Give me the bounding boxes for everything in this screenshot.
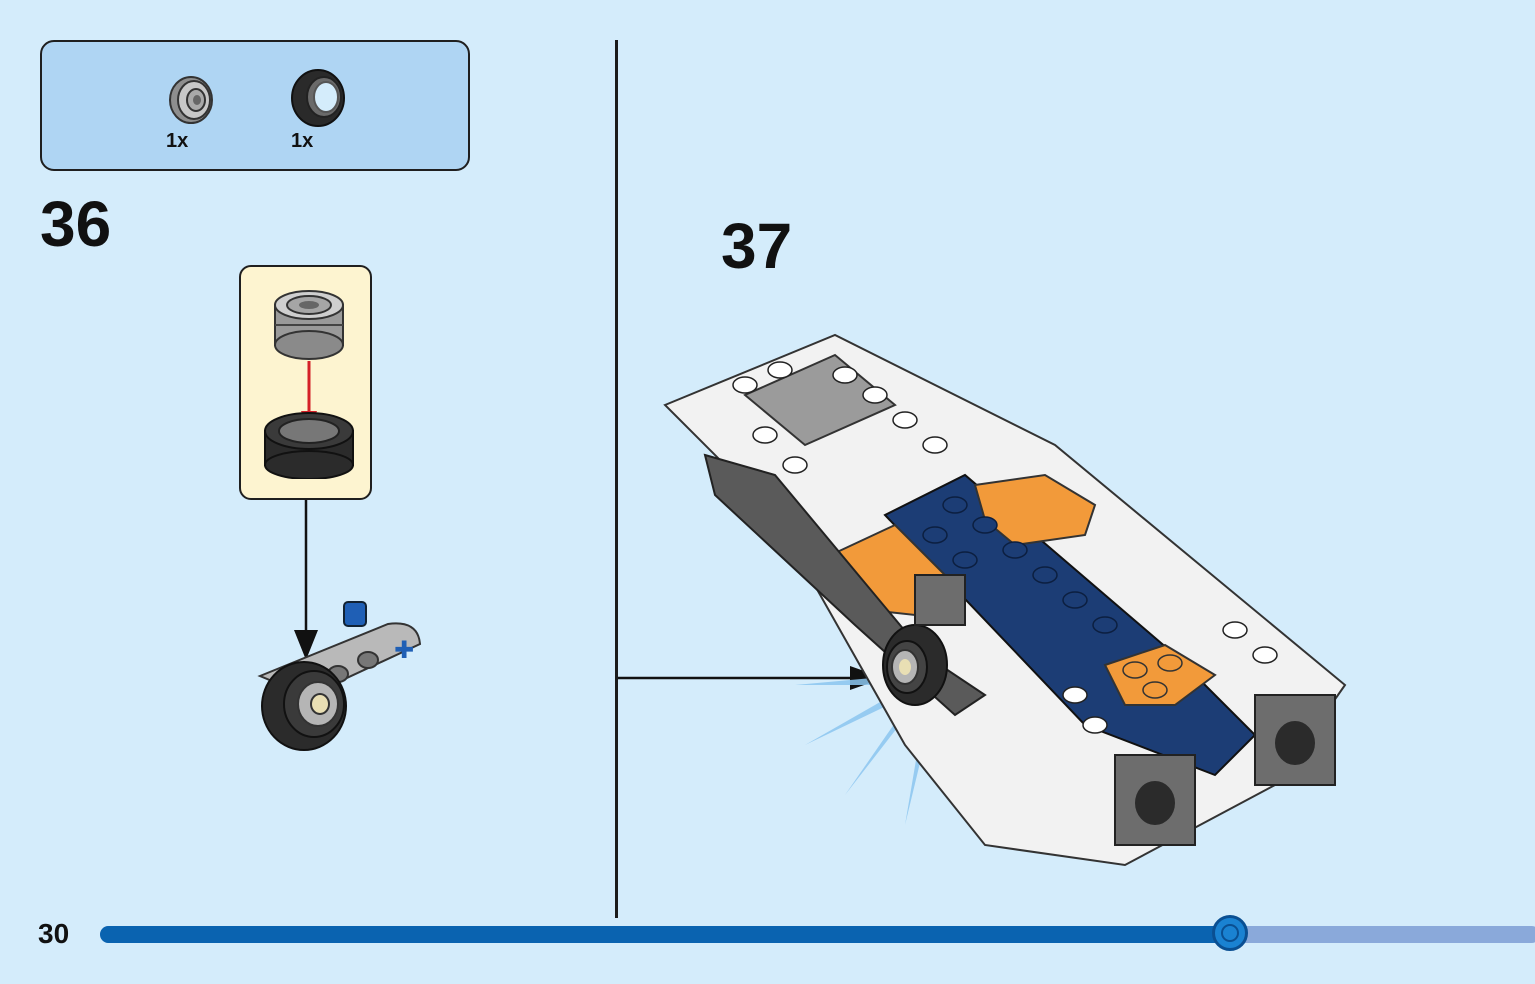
callout-arrow bbox=[294, 500, 318, 660]
progress-fill bbox=[100, 926, 1230, 943]
parts-list-box: 1x 1x bbox=[40, 40, 470, 171]
progress-knob bbox=[1212, 915, 1248, 951]
rim-into-tire-illustration bbox=[264, 290, 354, 479]
race-car-model bbox=[663, 333, 1347, 867]
tire-quantity: 1x bbox=[291, 130, 314, 152]
step-number-36: 36 bbox=[40, 188, 112, 260]
sub-assembly-callout bbox=[239, 265, 372, 500]
wheel-on-beam-assembly: ✚ bbox=[257, 601, 422, 751]
rim-quantity: 1x bbox=[166, 130, 189, 152]
svg-text:✚: ✚ bbox=[394, 636, 414, 664]
tire-icon bbox=[291, 69, 345, 127]
rim-icon bbox=[169, 76, 213, 124]
step-divider bbox=[615, 40, 618, 918]
step-number-37: 37 bbox=[721, 210, 793, 282]
front-wheel bbox=[882, 624, 948, 706]
page-number: 30 bbox=[38, 918, 70, 949]
